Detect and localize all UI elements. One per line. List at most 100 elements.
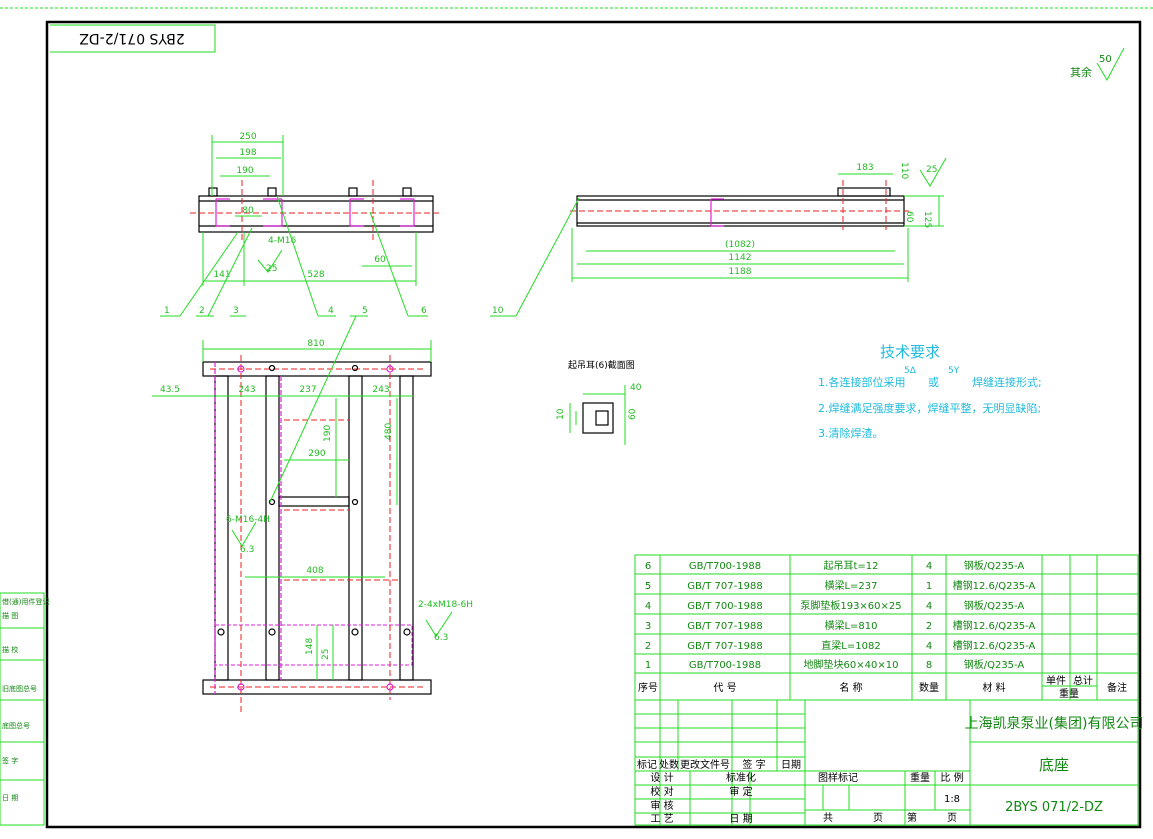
bom-name: 地脚垫块60×40×10 <box>804 658 899 671</box>
tech-line-1: 1.各连接部位采用 <box>818 375 906 389</box>
side-view: 183 (1082) 1142 1188 125 60 110 25 <box>515 157 947 317</box>
bom-h-name: 名 称 <box>839 681 862 694</box>
tb-page: 页 <box>873 812 883 824</box>
dim-141: 141 <box>213 270 230 280</box>
bolt-callout-4-m16: 4-M16 <box>268 236 296 246</box>
bom-table: 6 GB/T700-1988 起吊耳t=12 4 钢板/Q235-A 5 GB/… <box>634 554 1139 701</box>
tb-review: 审 核 <box>650 799 673 812</box>
bom-name: 直梁L=1082 <box>821 639 880 652</box>
tb-mark: 标记 <box>637 759 657 771</box>
tb-design: 设 计 <box>650 771 673 784</box>
top-view: 250 198 190 80 141 528 60 4-M16 25 <box>179 132 440 317</box>
strip-2: 旧底图总号 <box>2 684 37 693</box>
tech-weld-b: 5Y <box>948 366 960 376</box>
left-strip: 借(通)用件登记 旧底图总号 底图总号 签 字 日 期 描 图 描 校 <box>0 592 49 826</box>
bom-name: 泵脚垫板193×60×25 <box>800 599 901 612</box>
bom-no: 1 <box>645 660 651 671</box>
tb-count: 处数 <box>659 758 679 771</box>
dim-110: 110 <box>899 162 909 179</box>
dim-80: 80 <box>242 206 254 216</box>
dim-237: 237 <box>299 385 316 395</box>
technical-requirements: 技术要求 1.各连接部位采用 5Δ 或 5Y 焊缝连接形式; 2.焊缝满足强度要… <box>818 343 1042 440</box>
tb-sign: 签 字 <box>742 758 765 771</box>
mirrored-code-box: 2BYS 071/2-DZ <box>50 24 216 53</box>
bom-h-weight: 重量 <box>1059 687 1079 700</box>
tech-line-1-mid: 或 <box>928 376 939 389</box>
dim-480: 480 <box>384 423 394 440</box>
balloon-4: 4 <box>328 306 334 316</box>
tech-weld-a: 5Δ <box>904 366 917 376</box>
bom-code: GB/T700-1988 <box>689 561 761 572</box>
roughness-symbol: 其余 50 <box>1070 47 1125 82</box>
tb-approve: 日 期 <box>729 813 752 825</box>
bom-h-qty: 数量 <box>919 681 939 694</box>
bom-h-unit: 单件 <box>1046 675 1066 687</box>
bom-code: GB/T 707-1988 <box>687 641 762 652</box>
balloon-3: 3 <box>233 306 239 316</box>
bom-h-total: 总计 <box>1073 674 1093 687</box>
strip-7: 描 校 <box>2 645 18 654</box>
tb-weight: 重量 <box>910 771 930 784</box>
bom-code: GB/T 707-1988 <box>687 581 762 592</box>
strip-6: 描 图 <box>2 611 18 620</box>
dim-250: 250 <box>239 132 256 142</box>
tb-scale: 1:8 <box>944 794 960 805</box>
dim-243-left: 243 <box>238 385 255 395</box>
dim-190-v: 190 <box>323 425 333 442</box>
tb-process: 工 艺 <box>650 813 673 825</box>
bom-row: 3 GB/T 707-1988 横梁L=810 2 槽钢12.6/Q235-A <box>645 619 1036 632</box>
dim-190: 190 <box>236 166 253 176</box>
bom-material: 槽钢12.6/Q235-A <box>953 579 1036 592</box>
bom-material: 钢板/Q235-A <box>964 599 1025 612</box>
tech-title: 技术要求 <box>880 343 940 361</box>
title-block: 上海凯泉泵业(集团)有限公司 底座 2BYS 071/2-DZ 标记 处数 更改… <box>634 699 1143 826</box>
bom-header: 序号 代 号 名 称 数量 材 料 单件 总计 重量 备注 <box>638 674 1127 700</box>
bom-qty: 2 <box>926 621 932 632</box>
dim-125: 125 <box>922 211 932 228</box>
roughness-label: 其余 <box>1070 65 1092 79</box>
dim-1142: 1142 <box>729 253 752 263</box>
dim-290: 290 <box>308 449 325 459</box>
bom-row: 1 GB/T700-1988 地脚垫块60×40×10 8 钢板/Q235-A <box>645 658 1025 671</box>
balloon-6: 6 <box>421 306 427 316</box>
bom-code: GB/T700-1988 <box>689 660 761 671</box>
bom-name: 横梁L=810 <box>824 619 877 632</box>
lug-section: 起吊耳(6)截面图 40 60 10 <box>556 359 642 445</box>
tb-scale-label: 比 例 <box>940 771 963 784</box>
bom-h-material: 材 料 <box>982 681 1005 694</box>
sec-dim-60: 60 <box>628 408 638 420</box>
bom-row: 6 GB/T700-1988 起吊耳t=12 4 钢板/Q235-A <box>645 559 1025 572</box>
bom-no: 2 <box>645 641 651 652</box>
tb-stage-mark: 图样标记 <box>818 771 858 784</box>
part-balloons: 1 2 3 4 5 6 10 <box>160 306 516 317</box>
bom-no: 6 <box>645 561 651 572</box>
bom-name: 横梁L=237 <box>824 579 877 592</box>
weld-spec-6-3-a: 6.3 <box>240 545 254 555</box>
bom-row: 2 GB/T 707-1988 直梁L=1082 4 槽钢12.6/Q235-A <box>645 639 1036 652</box>
balloon-5: 5 <box>362 306 368 316</box>
bom-material: 槽钢12.6/Q235-A <box>953 619 1036 632</box>
balloon-10: 10 <box>492 306 504 316</box>
drawing-number: 2BYS 071/2-DZ <box>1005 800 1103 815</box>
mirrored-code-text: 2BYS 071/2-DZ <box>79 30 184 46</box>
dim-183: 183 <box>856 163 873 173</box>
side-weld-25: 25 <box>926 165 937 175</box>
bom-h-code: 代 号 <box>713 682 736 694</box>
tb-date: 日期 <box>781 759 801 771</box>
strip-5: 日 期 <box>2 794 18 802</box>
bom-h-no: 序号 <box>638 681 658 694</box>
tb-audit: 审 定 <box>729 785 752 798</box>
bom-row: 5 GB/T 707-1988 横梁L=237 1 槽钢12.6/Q235-A <box>645 579 1036 592</box>
tb-sheet: 第 <box>907 811 917 824</box>
tech-line-2: 2.焊缝满足强度要求，焊缝平整，无明显缺陷; <box>818 401 1041 415</box>
tb-check: 校 对 <box>650 785 673 798</box>
bom-code: GB/T 700-1988 <box>687 601 762 612</box>
bom-qty: 4 <box>926 641 932 652</box>
dim-43-5: 43.5 <box>160 385 180 395</box>
bom-qty: 8 <box>926 660 932 671</box>
strip-4: 签 字 <box>2 756 18 765</box>
bom-material: 槽钢12.6/Q235-A <box>953 639 1036 652</box>
tech-line-3: 3.清除焊渣。 <box>818 426 884 440</box>
bom-qty: 4 <box>926 561 932 572</box>
dim-1082: (1082) <box>725 240 755 250</box>
